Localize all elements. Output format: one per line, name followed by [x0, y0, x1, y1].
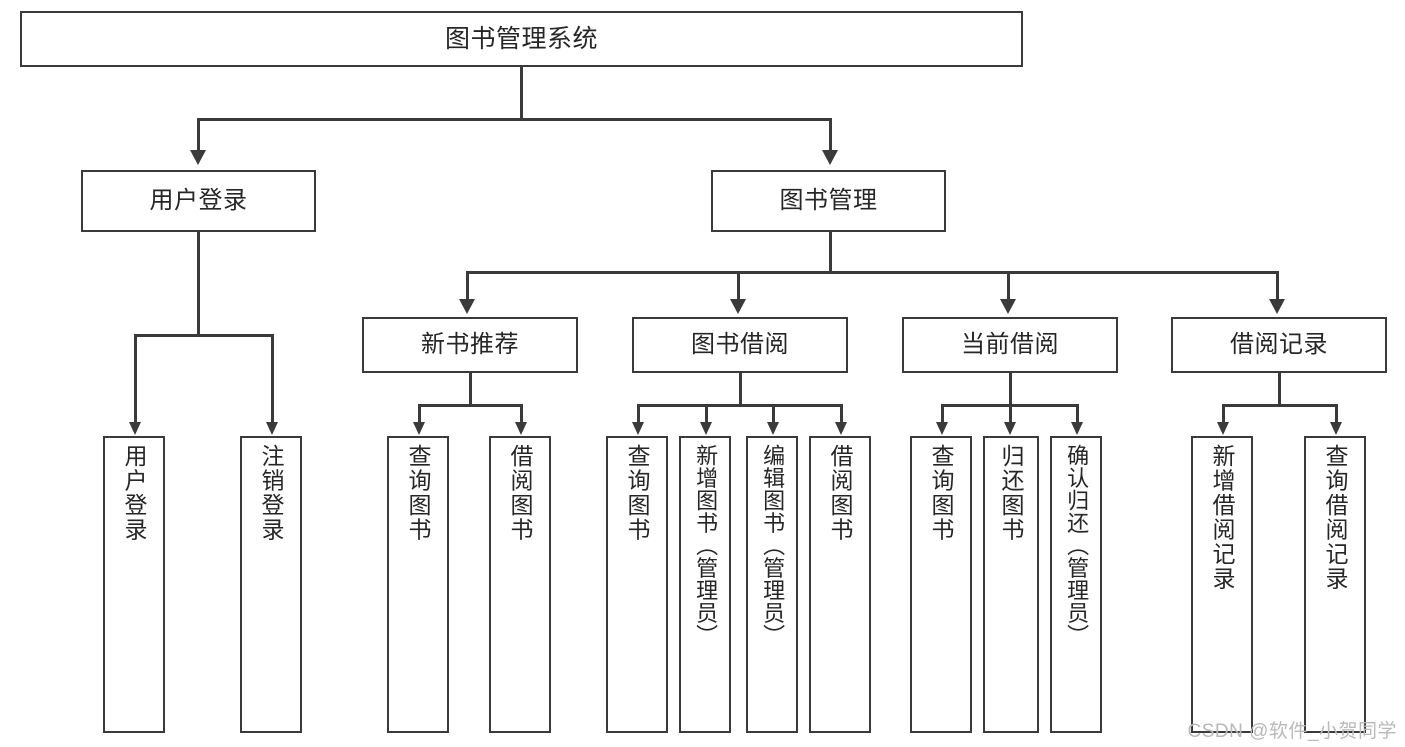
- arrow-bm-to-borrow-record: [1269, 299, 1285, 314]
- connector-cb-trunk: [1009, 373, 1012, 406]
- leaf-query-book-bb[interactable]: 查询图书: [606, 436, 668, 733]
- connector-cb-leaf2: [1009, 404, 1012, 422]
- connector-book-management-bus: [466, 271, 1278, 274]
- connector-br-bus: [1222, 404, 1337, 407]
- node-label: 编辑图书（管理员）: [760, 444, 786, 647]
- node-label: 归还图书: [998, 444, 1025, 542]
- leaf-query-borrow-record[interactable]: 查询借阅记录: [1304, 436, 1366, 733]
- arrow-nbr-leaf1: [413, 422, 425, 435]
- arrow-cb-leaf3: [1071, 422, 1083, 435]
- connector-cb-leaf3: [1076, 404, 1079, 422]
- leaf-edit-book-admin[interactable]: 编辑图书（管理员）: [746, 436, 798, 733]
- arrow-bb-leaf1: [632, 422, 644, 435]
- connector-br-leaf2: [1335, 404, 1338, 422]
- leaf-user-login[interactable]: 用户登录: [103, 436, 165, 733]
- connector-bm-to-current-borrow: [1007, 271, 1010, 299]
- connector-user-login-leaf1: [134, 334, 137, 422]
- node-label: 新书推荐: [421, 331, 519, 358]
- leaf-return-book[interactable]: 归还图书: [983, 436, 1039, 733]
- leaf-logout[interactable]: 注销登录: [240, 436, 302, 733]
- csdn-watermark: CSDN @软件_小贺同学: [1187, 721, 1397, 742]
- connector-bb-leaf2: [705, 404, 708, 422]
- node-label: 用户登录: [149, 187, 248, 214]
- arrow-br-leaf1: [1217, 422, 1229, 435]
- connector-bb-leaf4: [840, 404, 843, 422]
- arrow-bb-leaf2: [700, 422, 712, 435]
- node-label: 当前借阅: [961, 331, 1059, 358]
- connector-user-login-leaf2: [271, 334, 274, 422]
- node-label: 查询图书: [928, 444, 955, 542]
- connector-bb-trunk: [739, 373, 742, 406]
- node-label: 借阅图书: [507, 444, 534, 542]
- connector-nbr-bus: [418, 404, 522, 407]
- node-label: 图书管理: [779, 187, 878, 214]
- connector-br-trunk: [1278, 373, 1281, 406]
- arrow-cb-leaf2: [1004, 422, 1016, 435]
- leaf-borrow-book-nbr[interactable]: 借阅图书: [489, 436, 551, 733]
- node-label: 用户登录: [121, 444, 148, 542]
- arrow-bm-to-new-book: [459, 299, 475, 314]
- arrow-bb-leaf3: [767, 422, 779, 435]
- node-label: 借阅图书: [827, 444, 854, 542]
- connector-book-management-trunk: [829, 232, 832, 273]
- connector-user-login-bus: [134, 334, 273, 337]
- node-label: 新增图书（管理员）: [693, 444, 719, 647]
- node-label: 查询图书: [624, 444, 651, 542]
- connector-bm-to-borrow-record: [1276, 271, 1279, 299]
- leaf-borrow-book-bb[interactable]: 借阅图书: [809, 436, 871, 733]
- leaf-add-book-admin[interactable]: 新增图书（管理员）: [679, 436, 731, 733]
- connector-root-to-user-login: [197, 118, 200, 150]
- arrow-root-to-user-login: [190, 150, 206, 165]
- node-label: 新增借阅记录: [1209, 444, 1236, 591]
- leaf-query-book-nbr[interactable]: 查询图书: [387, 436, 449, 733]
- arrow-cb-leaf1: [936, 422, 948, 435]
- connector-root-to-book-management: [829, 118, 832, 150]
- connector-nbr-leaf1: [418, 404, 421, 422]
- arrow-user-login-leaf2: [266, 422, 278, 435]
- connector-cb-leaf1: [941, 404, 944, 422]
- arrow-root-to-book-management: [822, 150, 838, 165]
- connector-bb-bus: [637, 404, 841, 407]
- connector-bm-to-new-book: [466, 271, 469, 299]
- node-book-borrow[interactable]: 图书借阅: [632, 317, 848, 373]
- leaf-add-borrow-record[interactable]: 新增借阅记录: [1191, 436, 1253, 733]
- node-label: 查询借阅记录: [1322, 444, 1349, 591]
- connector-bm-to-book-borrow: [737, 271, 740, 299]
- arrow-bm-to-current-borrow: [1000, 299, 1016, 314]
- connector-root-trunk: [520, 67, 523, 118]
- leaf-confirm-return-admin[interactable]: 确认归还（管理员）: [1050, 436, 1102, 733]
- node-root-book-management-system[interactable]: 图书管理系统: [20, 11, 1023, 67]
- node-label: 借阅记录: [1230, 331, 1328, 358]
- node-borrow-record[interactable]: 借阅记录: [1171, 317, 1387, 373]
- node-label: 图书借阅: [691, 331, 789, 358]
- connector-bb-leaf1: [637, 404, 640, 422]
- arrow-br-leaf2: [1330, 422, 1342, 435]
- node-label: 确认归还（管理员）: [1064, 444, 1090, 647]
- node-book-management[interactable]: 图书管理: [711, 170, 946, 232]
- connector-root-bus: [197, 118, 831, 121]
- node-current-borrow[interactable]: 当前借阅: [902, 317, 1118, 373]
- node-new-book-recommend[interactable]: 新书推荐: [362, 317, 578, 373]
- arrow-bb-leaf4: [835, 422, 847, 435]
- connector-nbr-trunk: [469, 373, 472, 406]
- node-label: 图书管理系统: [444, 24, 598, 53]
- node-label: 查询图书: [405, 444, 432, 542]
- arrow-user-login-leaf1: [129, 422, 141, 435]
- arrow-nbr-leaf2: [515, 422, 527, 435]
- connector-user-login-trunk: [197, 232, 200, 336]
- arrow-bm-to-book-borrow: [730, 299, 746, 314]
- node-user-login[interactable]: 用户登录: [81, 170, 316, 232]
- connector-bb-leaf3: [772, 404, 775, 422]
- connector-br-leaf1: [1222, 404, 1225, 422]
- node-label: 注销登录: [258, 444, 285, 542]
- leaf-query-book-cb[interactable]: 查询图书: [910, 436, 972, 733]
- connector-nbr-leaf2: [520, 404, 523, 422]
